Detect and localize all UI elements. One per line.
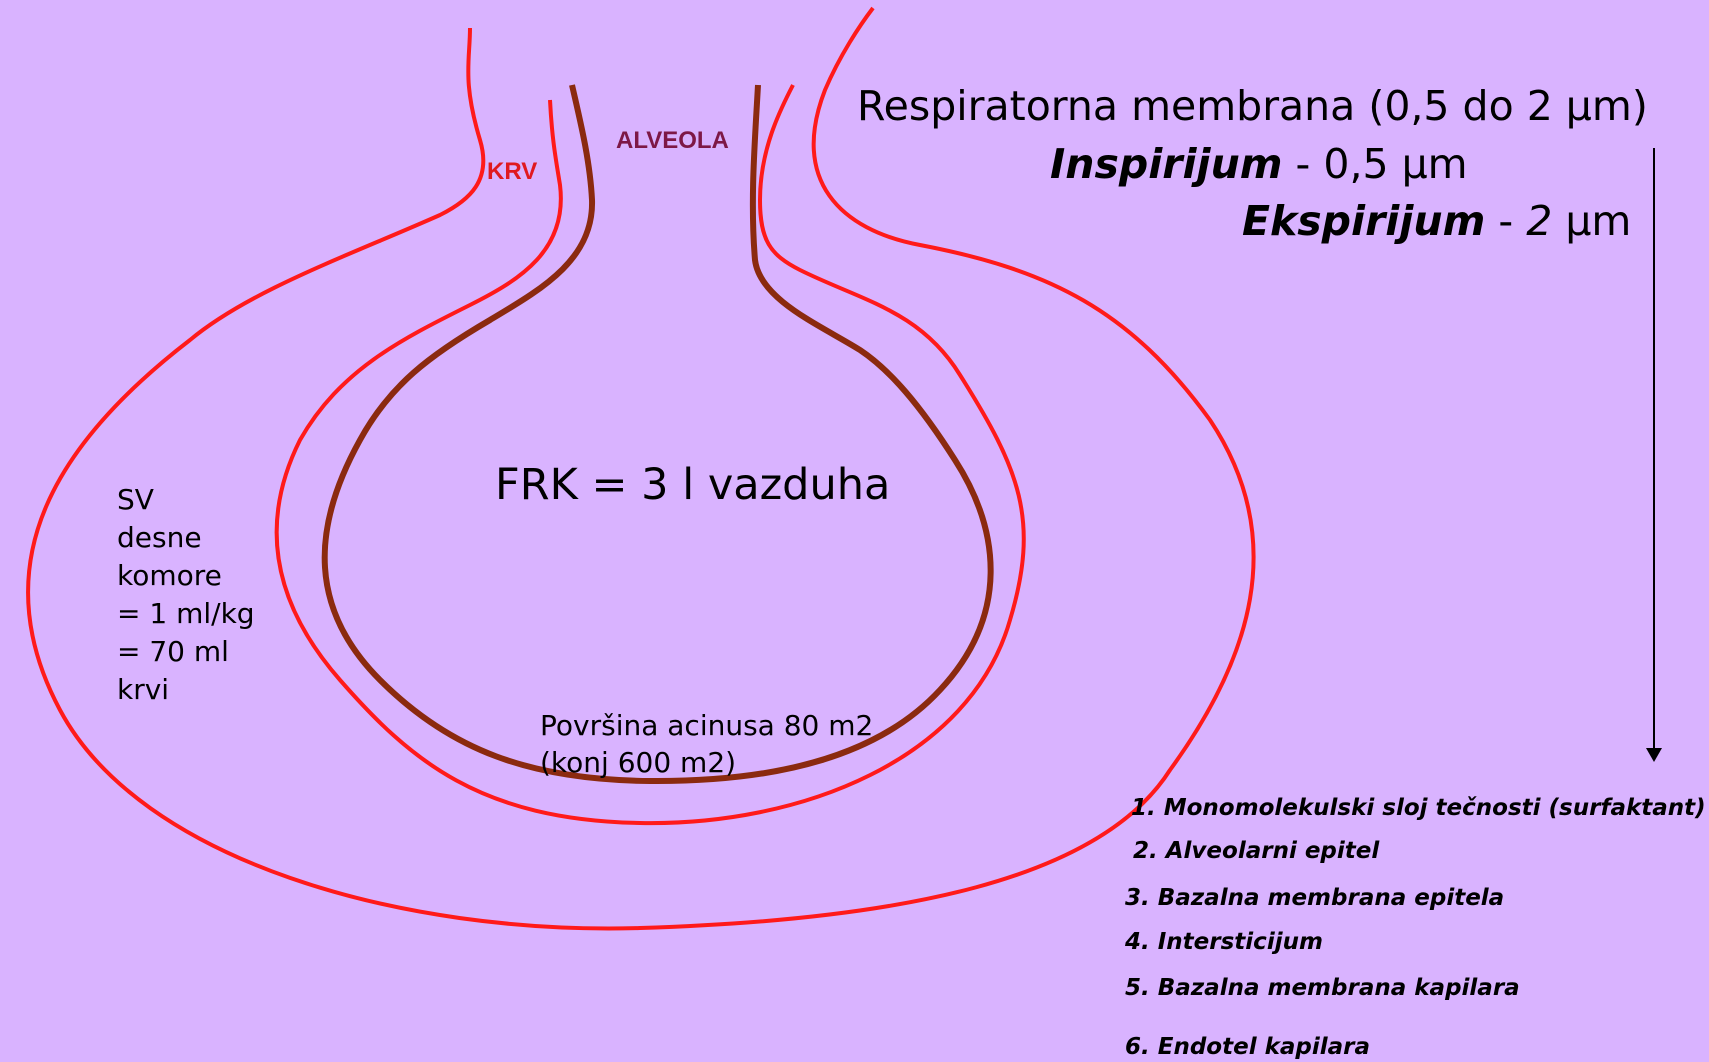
inspirijum-term: Inspirijum (1050, 140, 1283, 188)
sv-note-line: krvi (117, 671, 255, 709)
layer-item: 3. Bazalna membrana epitela (1125, 885, 1504, 911)
sv-note-line: = 70 ml (117, 633, 255, 671)
layer-item: 5. Bazalna membrana kapilara (1125, 975, 1520, 1001)
ekspirijum-number: 2 (1526, 197, 1552, 245)
alveola-label: ALVEOLA (616, 127, 729, 155)
surface-note-line: Površina acinusa 80 m2 (540, 707, 873, 744)
ekspirijum-unit: μm (1552, 197, 1631, 245)
ekspirijum-prefix: - (1485, 197, 1526, 245)
sv-note-line: komore (117, 557, 255, 595)
ekspirijum-line: Ekspirijum - 2 μm (1242, 197, 1631, 245)
sv-note-line: SV (117, 481, 255, 519)
layer-item: 6. Endotel kapilara (1125, 1034, 1370, 1060)
layer-item: 1. Monomolekulski sloj tečnosti (surfakt… (1131, 795, 1706, 821)
inspirijum-value: - 0,5 μm (1283, 140, 1468, 188)
membrane-title: Respiratorna membrana (0,5 do 2 μm) (857, 82, 1648, 130)
surface-note: Površina acinusa 80 m2(konj 600 m2) (540, 670, 873, 818)
membrane-arrow-head (1646, 748, 1662, 762)
surface-note-line: (konj 600 m2) (540, 744, 873, 781)
layer-item: 2. Alveolarni epitel (1133, 838, 1379, 864)
layer-item: 4. Intersticijum (1125, 929, 1323, 955)
krv-label: KRV (487, 158, 537, 186)
sv-note-line: desne (117, 519, 255, 557)
frk-label: FRK = 3 l vazduha (495, 460, 890, 510)
sv-note-line: = 1 ml/kg (117, 595, 255, 633)
inspirijum-line: Inspirijum - 0,5 μm (1050, 140, 1468, 188)
ekspirijum-term: Ekspirijum (1242, 197, 1485, 245)
